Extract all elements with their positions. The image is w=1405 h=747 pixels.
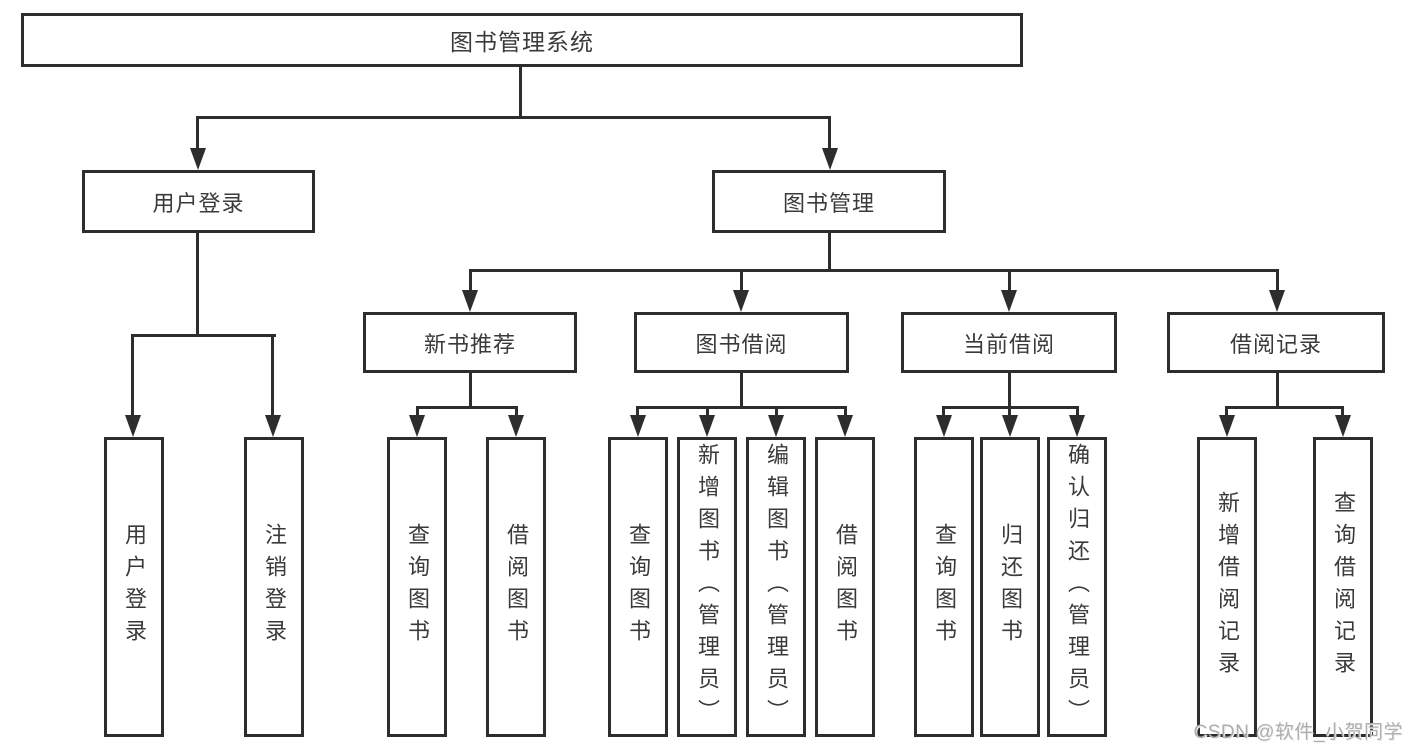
leaf-query-books-current-label: 查询图书 (932, 523, 957, 651)
connector-user-login-bar (132, 334, 276, 337)
node-library-system: 图书管理系统 (21, 13, 1023, 67)
connector-shaft (1008, 406, 1011, 418)
leaf-query-borrow-record-label: 查询借阅记录 (1331, 491, 1356, 683)
node-new-book-recommend-label: 新书推荐 (423, 331, 516, 357)
node-user-login-label: 用户登录 (152, 190, 245, 216)
leaf-edit-book-admin-label: 编辑图书（管理员） (764, 443, 789, 731)
connector-shaft (1076, 406, 1079, 418)
connector-shaft (1276, 269, 1279, 292)
csdn-watermark: CSDN @软件_小贺同学 (1193, 722, 1403, 743)
connector-book-mgmt-stem (828, 233, 831, 272)
arrowhead-to-query-books (409, 415, 425, 437)
leaf-user-login-action-label: 用户登录 (122, 523, 147, 651)
arrowhead-to-add-book (699, 415, 715, 437)
connector-shaft (1008, 269, 1011, 292)
connector-mgmt-shaft (828, 116, 831, 150)
leaf-confirm-return-admin-label: 确认归还（管理员） (1065, 443, 1090, 731)
connector-shaft (1341, 406, 1344, 418)
connector-shaft (469, 269, 472, 292)
leaf-add-borrow-record-label: 新增借阅记录 (1215, 491, 1240, 683)
arrowhead-to-user-login (190, 148, 206, 170)
leaf-borrow-books-recommend-label: 借阅图书 (504, 523, 529, 651)
node-user-login: 用户登录 (82, 170, 315, 233)
arrowhead-to-current-borrow (1001, 290, 1017, 312)
arrowhead-to-logout-action (265, 415, 281, 437)
leaf-edit-book-admin: 编辑图书（管理员） (746, 437, 806, 737)
connector-shaft (844, 406, 847, 418)
arrowhead-to-confirm-return (1069, 415, 1085, 437)
connector-shaft (636, 406, 639, 418)
leaf-borrow-books-action: 借阅图书 (815, 437, 875, 737)
connector-shaft (271, 334, 274, 416)
connector-borrow-stem (740, 373, 743, 408)
leaf-query-books-borrow: 查询图书 (608, 437, 668, 737)
node-current-borrow: 当前借阅 (901, 312, 1117, 373)
leaf-logout-action: 注销登录 (244, 437, 304, 737)
arrowhead-to-query-books (936, 415, 952, 437)
leaf-query-books-borrow-label: 查询图书 (626, 523, 651, 651)
leaf-borrow-books-recommend: 借阅图书 (486, 437, 546, 737)
node-book-borrow: 图书借阅 (634, 312, 849, 373)
connector-current-stem (1008, 373, 1011, 408)
arrowhead-to-login-action (125, 415, 141, 437)
connector-recommend-bar (416, 406, 518, 409)
arrowhead-to-borrow-books (508, 415, 524, 437)
arrowhead-to-new-book-recommend (462, 290, 478, 312)
node-borrow-records: 借阅记录 (1167, 312, 1385, 373)
leaf-query-books-recommend-label: 查询图书 (405, 523, 430, 651)
connector-recommend-stem (469, 373, 472, 408)
leaf-borrow-books-action-label: 借阅图书 (833, 523, 858, 651)
connector-login-shaft (196, 116, 199, 150)
leaf-query-borrow-record: 查询借阅记录 (1313, 437, 1373, 737)
leaf-user-login-action: 用户登录 (104, 437, 164, 737)
node-borrow-records-label: 借阅记录 (1229, 331, 1322, 357)
connector-shaft (1225, 406, 1228, 418)
connector-records-stem (1276, 373, 1279, 408)
leaf-return-books: 归还图书 (980, 437, 1040, 737)
leaf-logout-action-label: 注销登录 (262, 523, 287, 651)
connector-shaft (131, 334, 134, 416)
arrowhead-to-add-borrow-record (1219, 415, 1235, 437)
connector-user-login-stem (196, 233, 199, 336)
connector-shaft (740, 269, 743, 292)
arrowhead-to-book-borrow (733, 290, 749, 312)
leaf-query-books-current: 查询图书 (914, 437, 974, 737)
node-new-book-recommend: 新书推荐 (363, 312, 577, 373)
connector-shaft (515, 406, 518, 418)
arrowhead-to-return-books (1002, 415, 1018, 437)
node-book-management-label: 图书管理 (782, 190, 875, 216)
leaf-add-book-admin-label: 新增图书（管理员） (695, 443, 720, 731)
node-library-system-label: 图书管理系统 (450, 29, 594, 55)
arrowhead-to-edit-book (768, 415, 784, 437)
connector-book-mgmt-bar (469, 269, 1279, 272)
node-book-borrow-label: 图书借阅 (695, 331, 788, 357)
node-book-management: 图书管理 (712, 170, 946, 233)
leaf-add-borrow-record: 新增借阅记录 (1197, 437, 1257, 737)
connector-root-bar (196, 116, 831, 119)
connector-records-bar (1225, 406, 1344, 409)
leaf-confirm-return-admin: 确认归还（管理员） (1047, 437, 1107, 737)
arrowhead-to-book-mgmt (822, 148, 838, 170)
arrowhead-to-query-borrow-record (1335, 415, 1351, 437)
connector-shaft (775, 406, 778, 418)
node-current-borrow-label: 当前借阅 (962, 331, 1055, 357)
connector-shaft (942, 406, 945, 418)
connector-shaft (706, 406, 709, 418)
leaf-query-books-recommend: 查询图书 (387, 437, 447, 737)
arrowhead-to-borrow-records (1269, 290, 1285, 312)
leaf-add-book-admin: 新增图书（管理员） (677, 437, 737, 737)
connector-root-stem (519, 67, 522, 119)
arrowhead-to-query-books (630, 415, 646, 437)
arrowhead-to-borrow-books (837, 415, 853, 437)
connector-borrow-bar (636, 406, 847, 409)
connector-shaft (416, 406, 419, 418)
leaf-return-books-label: 归还图书 (998, 523, 1023, 651)
